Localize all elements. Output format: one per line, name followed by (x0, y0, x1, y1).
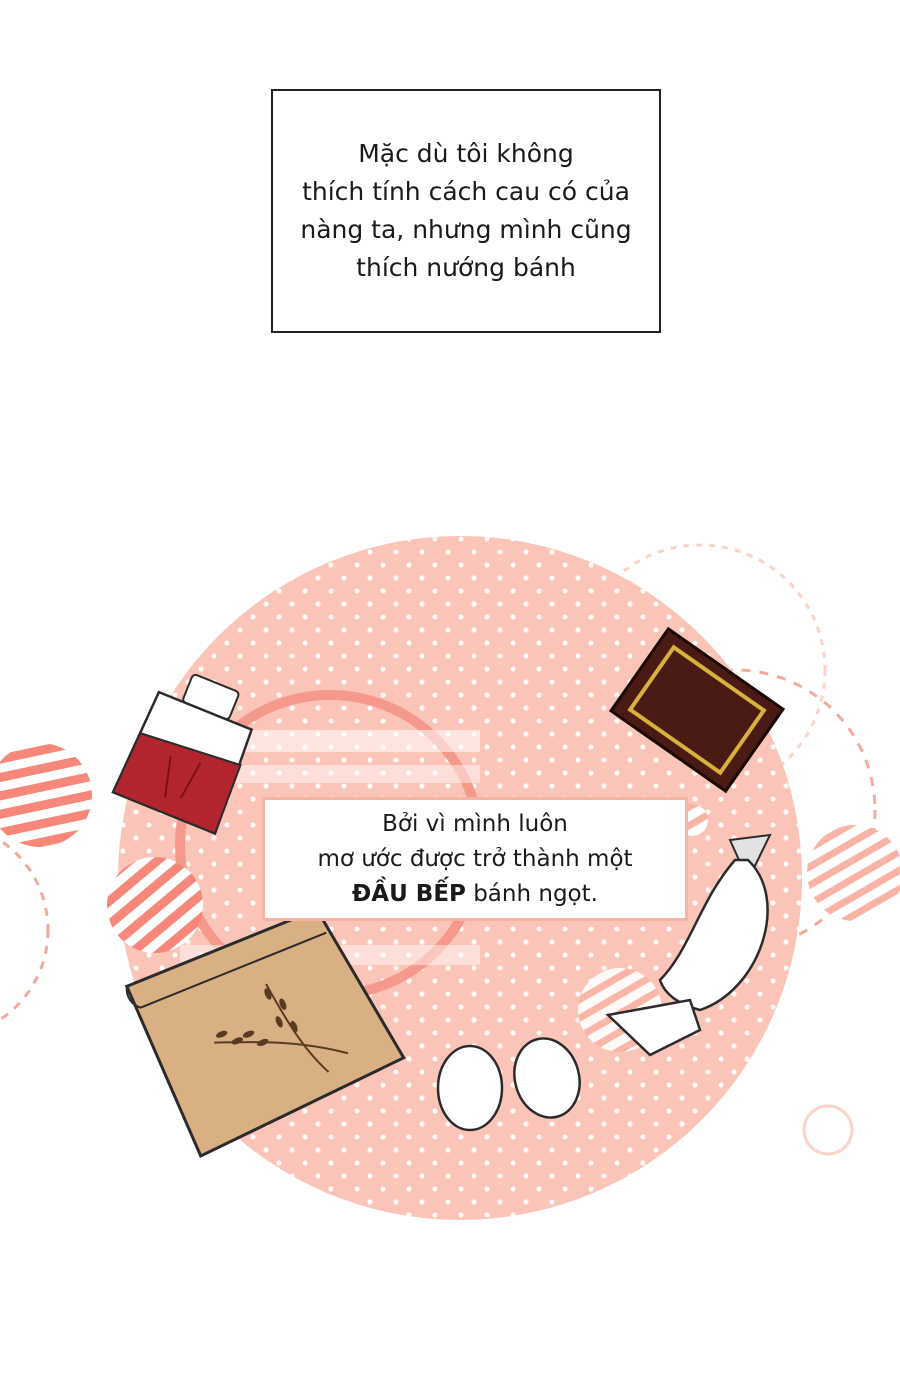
striped-circle-left (0, 743, 92, 847)
speech-line-rest: bánh ngọt. (465, 880, 598, 907)
egg-illustration (513, 1037, 581, 1119)
outline-circle (802, 1104, 854, 1156)
jam-jar-illustration (111, 673, 254, 836)
striped-circle-right (807, 825, 900, 921)
speech-line: ĐẦU BẾP bánh ngọt. (352, 877, 598, 912)
caption-line: nàng ta, nhưng mình cũng (300, 215, 632, 244)
dashed-ring-left (0, 838, 50, 1022)
speech-line: Bởi vì mình luôn (382, 810, 568, 837)
caption-line: thích nướng bánh (356, 253, 576, 282)
flour-bag-illustration (124, 907, 406, 1158)
egg-illustration (436, 1044, 504, 1132)
speech-line: mơ ước được trở thành một (317, 845, 633, 872)
piping-bag-illustration (605, 833, 772, 1057)
speech-emphasis: ĐẦU BẾP (352, 880, 466, 907)
speech-text-box: Bởi vì mình luôn mơ ước được trở thành m… (262, 797, 688, 921)
caption-line: thích tính cách cau có của (302, 177, 630, 206)
chocolate-bar-illustration (608, 626, 786, 794)
striped-circle-mid (107, 857, 203, 953)
narration-caption-box: Mặc dù tôi không thích tính cách cau có … (271, 89, 661, 333)
caption-line: Mặc dù tôi không (358, 139, 574, 168)
